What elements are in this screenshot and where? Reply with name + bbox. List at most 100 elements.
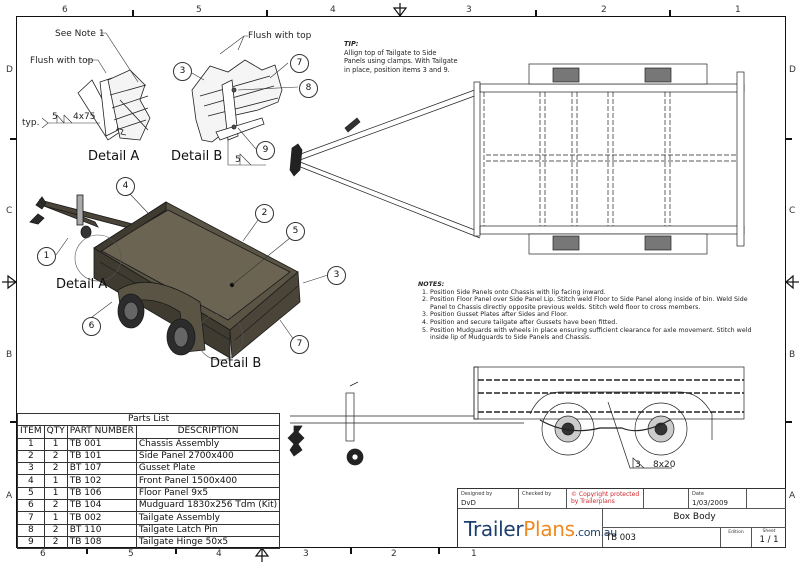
description-cell: Tailgate Assembly (135, 511, 281, 525)
edition-cell: Edition (721, 528, 752, 547)
zone-tick (266, 10, 268, 16)
detail-a-leaders (41, 32, 139, 129)
part-number-cell: TB 104 (66, 499, 137, 513)
trailerplans-logo: TrailerPlans.com.au (464, 517, 617, 541)
zone-tick (10, 138, 16, 140)
blank-cell (644, 489, 689, 509)
zone-left-b: B (6, 350, 13, 360)
balloon-detail-b-9: 9 (256, 141, 275, 160)
date-label: Date (692, 491, 704, 497)
balloon-item-7: 7 (290, 335, 309, 354)
detail-b-flush-callout: Flush with top (248, 31, 312, 41)
designed-by-value: DvD (461, 499, 476, 507)
zone-tick (438, 548, 440, 554)
parts-list-title: Parts List (16, 412, 281, 427)
copyright-notice: © Copyright protected by Trailerplans (571, 491, 640, 505)
description-cell: Mudguard 1830x256 Tdm (Kit) (135, 499, 281, 513)
assembly-notes: NOTES: Position Side Panels onto Chassis… (418, 281, 763, 342)
qty-cell: 1 (43, 486, 68, 501)
note-item: Position Gusset Plates after Sides and F… (430, 311, 763, 319)
centering-mark-right (785, 274, 799, 290)
qty-cell: 2 (43, 499, 68, 513)
zone-tick (535, 10, 537, 16)
description-cell: Tailgate Hinge 50x5 (135, 535, 281, 550)
balloon-detail-b-3: 3 (173, 62, 192, 81)
zone-tick (669, 10, 671, 16)
iso-detail-a-ref: Detail A (56, 277, 108, 292)
description-cell: Tailgate Latch Pin (135, 523, 281, 537)
detail-a-flush-callout: Flush with top (30, 56, 94, 66)
item-cell: 4 (17, 474, 45, 488)
qty-cell: 2 (43, 462, 68, 476)
drawing-title: Box Body (673, 512, 716, 522)
description-cell: Floor Panel 9x5 (135, 486, 281, 501)
zone-tick (132, 10, 134, 16)
sheet-cell: Sheet 1 / 1 (752, 528, 786, 547)
part-number-cell: TB 101 (66, 449, 137, 464)
copyright-cell: © Copyright protected by Trailerplans (567, 489, 644, 509)
part-number-cell: TB 102 (66, 474, 137, 488)
note-item: Position and secure tailgate after Gusse… (430, 319, 763, 327)
drawing-number: TB 003 (606, 533, 636, 543)
zone-top-3: 3 (466, 5, 472, 15)
detail-a-typ-callout: typ. (22, 118, 40, 128)
column-header-qty: QTY (43, 425, 68, 439)
balloon-detail-b-7: 7 (290, 54, 309, 73)
detail-a-see-note-callout: See Note 1 (55, 29, 105, 39)
title-block: Designed by DvD Checked by © Copyright p… (457, 488, 786, 548)
qty-cell: 2 (43, 449, 68, 464)
centering-mark-bottom (254, 547, 270, 562)
note-item: Position Side Panels onto Chassis with l… (430, 289, 763, 297)
item-cell: 5 (17, 486, 45, 501)
part-number-cell: TB 002 (66, 511, 137, 525)
balloon-item-5: 5 (286, 222, 305, 241)
tip-text: Allign top of Tailgate to Side Panels us… (344, 48, 458, 74)
checked-by-cell: Checked by (519, 489, 567, 509)
zone-bottom-2: 2 (391, 549, 397, 559)
column-header-description: DESCRIPTION (135, 425, 281, 439)
description-cell: Side Panel 2700x400 (135, 449, 281, 464)
iso-trailer (29, 194, 301, 359)
qty-cell: 1 (43, 437, 68, 451)
zone-left-c: C (6, 206, 13, 216)
iso-detail-b-ref: Detail B (210, 356, 262, 371)
zone-top-1: 1 (735, 5, 741, 15)
qty-cell: 1 (43, 474, 68, 488)
item-cell: 9 (17, 535, 45, 550)
side-view-weld-length: 8x20 (653, 460, 676, 470)
tip-note: TIP: Allign top of Tailgate to Side Pane… (344, 40, 459, 74)
note-item: Position Mudguards with wheels in place … (430, 327, 763, 342)
description-cell: Gusset Plate (135, 462, 281, 476)
note-item: Position Floor Panel over Side Panel Lip… (430, 296, 763, 311)
zone-right-d: D (789, 65, 796, 75)
designed-by-label: Designed by (461, 491, 493, 497)
detail-a-weld-size: 5 (52, 112, 58, 122)
zone-tick (786, 138, 792, 140)
logo-text-trailer: Trailer (464, 517, 524, 541)
tip-heading: TIP: (344, 40, 359, 48)
zone-top-5: 5 (196, 5, 202, 15)
part-number-cell: TB 106 (66, 486, 137, 501)
edition-label: Edition (728, 530, 744, 535)
date-value: 1/03/2009 (692, 499, 728, 507)
sheet-label: Sheet (762, 529, 776, 534)
description-cell: Front Panel 1500x400 (135, 474, 281, 488)
qty-cell: 2 (43, 535, 68, 550)
iso-detail-circles (74, 234, 244, 361)
parts-list-table: Parts List ITEM QTY PART NUMBER DESCRIPT… (16, 412, 281, 550)
centering-mark-top (392, 3, 408, 17)
zone-bottom-6: 6 (40, 549, 46, 559)
checked-by-label: Checked by (522, 491, 552, 497)
detail-a-sketch (77, 69, 151, 141)
part-number-cell: TB 001 (66, 437, 137, 451)
detail-b-sketch (191, 59, 283, 143)
qty-cell: 1 (43, 511, 68, 525)
zone-right-b: B (789, 350, 796, 360)
part-number-cell: TB 108 (66, 535, 137, 550)
